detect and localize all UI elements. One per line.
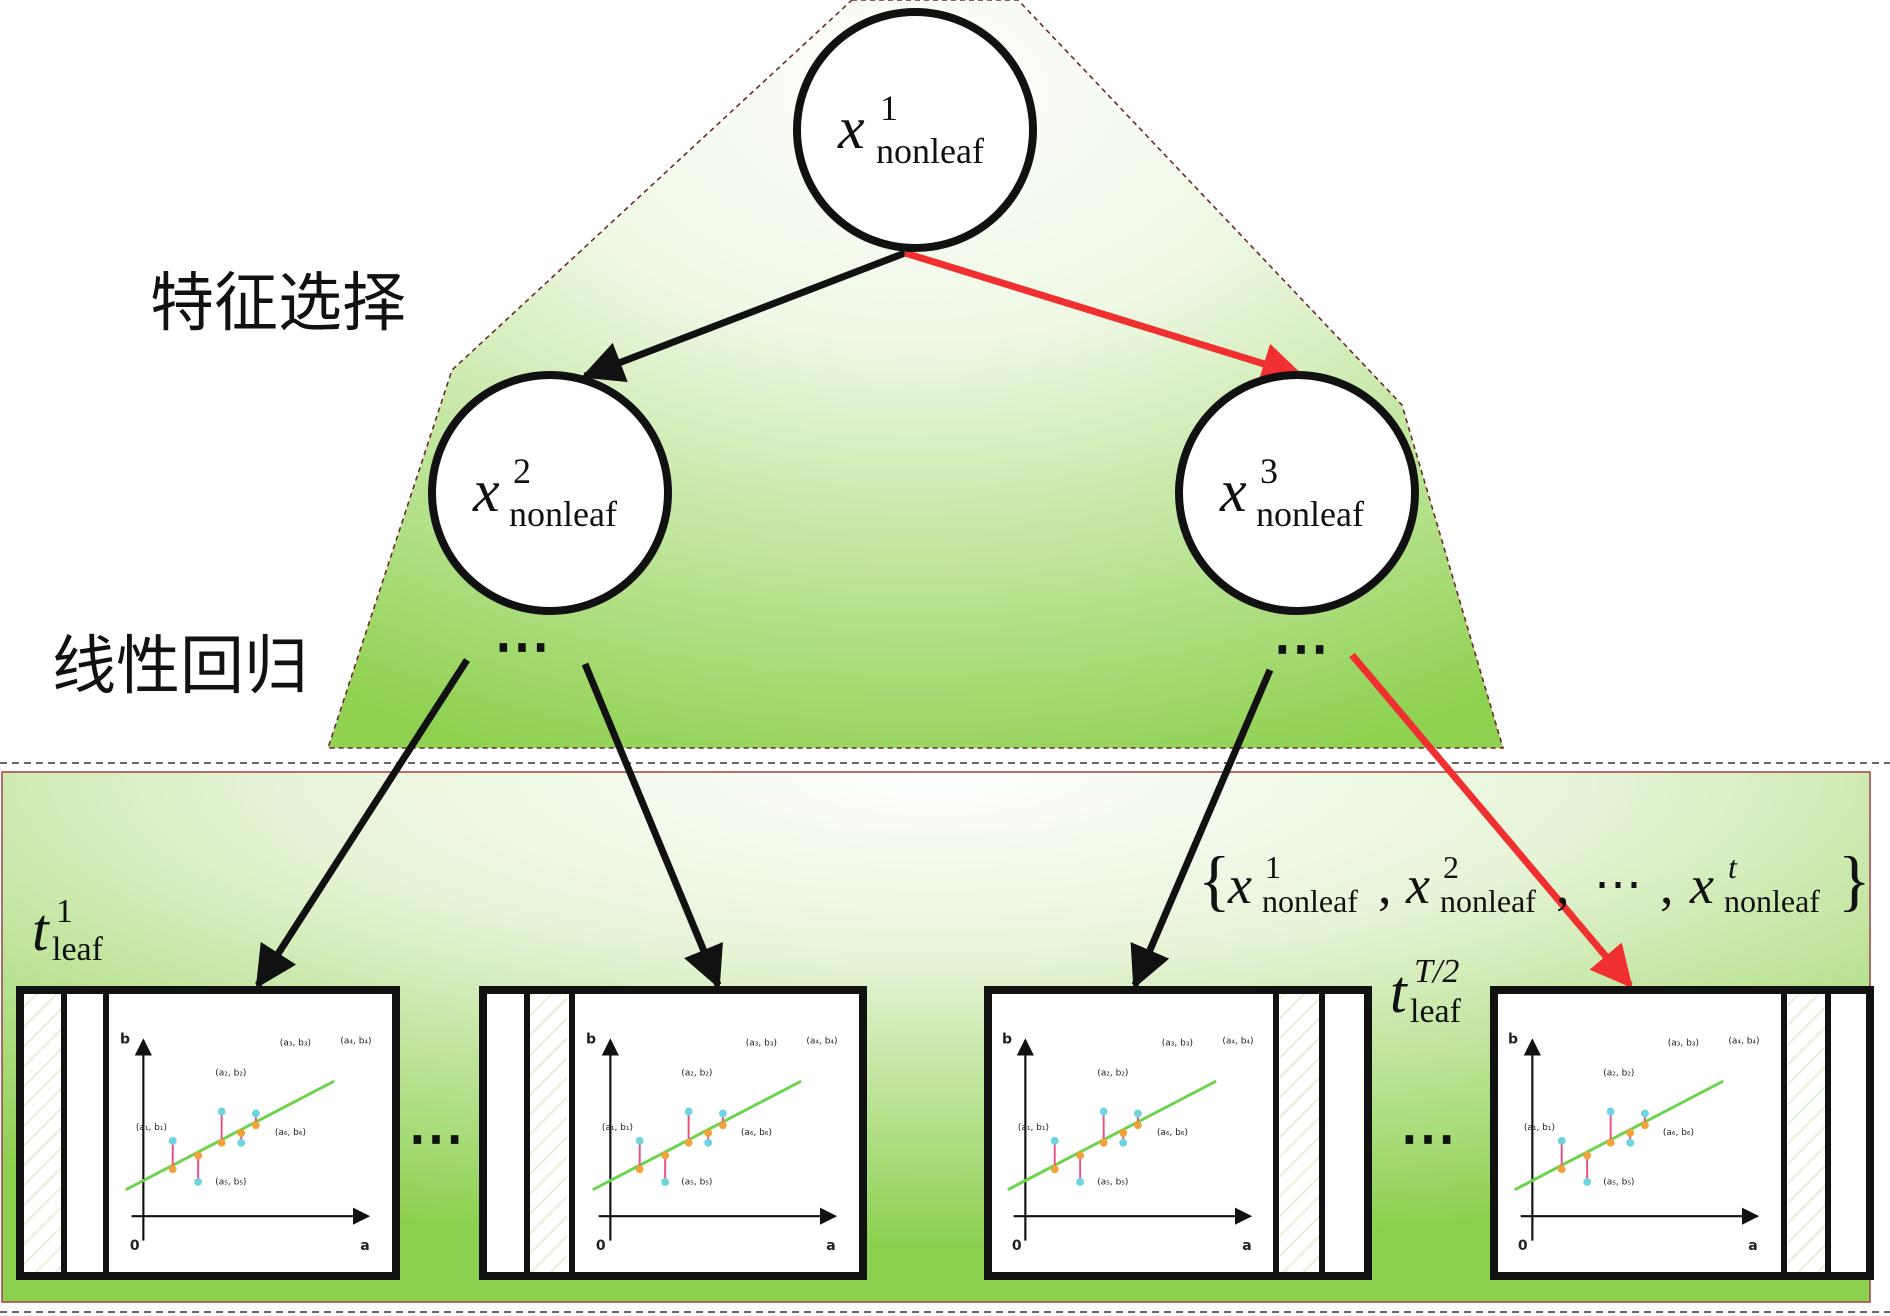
mini-plot-3-x-axis-label: a — [1242, 1238, 1251, 1254]
leaf-1-base: t — [32, 897, 50, 963]
feature-set-label: { x 1 nonleaf , x 2 nonleaf , ⋯ , x t no… — [1198, 842, 1871, 919]
node-3-base: x — [1219, 458, 1247, 524]
mini-plot-4-point-label-6: (a₆, b₆) — [1663, 1128, 1694, 1138]
leaf-1-sub: leaf — [52, 931, 104, 968]
mini-plot-2-point-label-2: (a₂, b₂) — [681, 1068, 712, 1078]
mini-plot-4-point-label-4: (a₄, b₄) — [1728, 1037, 1759, 1047]
mini-plot-1-point-label-4: (a₄, b₄) — [340, 1037, 371, 1047]
mini-plot-3-point-label-5: (a₅, b₅) — [1097, 1178, 1128, 1188]
edge-n2-leaf1 — [255, 658, 470, 989]
node-2-sub: nonleaf — [509, 494, 617, 534]
node-1-sub: nonleaf — [876, 131, 984, 171]
feature-set-item-2-sub: nonleaf — [1440, 883, 1536, 919]
node-2-base: x — [472, 458, 500, 524]
node-3-sub: nonleaf — [1256, 494, 1364, 534]
mini-plot-2-point-label-3: (a₃, b₃) — [746, 1039, 777, 1049]
mini-plot-2-x-axis-label: a — [826, 1238, 835, 1254]
feature-set-item-2-base: x — [1405, 855, 1430, 915]
feature-set-item-1-sup: 1 — [1265, 849, 1281, 885]
ellipsis-n2: ⋯ — [494, 613, 550, 679]
mini-plot-2-y-axis-label: b — [586, 1032, 596, 1048]
leaf-box-2 — [479, 986, 867, 1280]
leaf-1-sup: 1 — [56, 893, 73, 930]
leaf-label-first: t 1 leaf — [32, 893, 104, 968]
ellipsis-leaves-right: ⋯ — [1400, 1105, 1456, 1171]
node-2-sup: 2 — [513, 451, 531, 491]
edge-n2-leaf2 — [581, 662, 723, 989]
leaf-box-4 — [1490, 986, 1874, 1280]
feature-selection-label: 特征选择 — [150, 267, 406, 341]
mini-plot-1-point-label-3: (a₃, b₃) — [280, 1039, 311, 1049]
node-1-sup: 1 — [880, 88, 898, 128]
mini-plot-1-point-label-6: (a₆, b₆) — [275, 1128, 306, 1138]
feature-set-dots: ⋯ — [1594, 856, 1642, 912]
mini-plot-3-point-label-6: (a₆, b₆) — [1157, 1128, 1188, 1138]
mini-plot-1-y-axis-label: b — [120, 1032, 130, 1048]
mini-plot-3-origin-label: 0 — [1012, 1238, 1022, 1254]
feature-set-item-1-sub: nonleaf — [1262, 883, 1358, 919]
mini-plot-3-point-label-3: (a₃, b₃) — [1162, 1039, 1193, 1049]
feature-set-item-3-sub: nonleaf — [1724, 883, 1820, 919]
mini-plot-4-point-label-3: (a₃, b₃) — [1668, 1039, 1699, 1049]
node-1-base: x — [837, 95, 865, 161]
ellipsis-leaves-left: ⋯ — [408, 1105, 464, 1171]
mini-plot-1-point-label-5: (a₅, b₅) — [215, 1178, 246, 1188]
mini-plot-4-point-label-2: (a₂, b₂) — [1603, 1068, 1634, 1078]
mini-plot-4-y-axis-label: b — [1508, 1032, 1518, 1048]
ellipsis-n3: ⋯ — [1273, 615, 1329, 681]
mini-plot-1-x-axis-label: a — [360, 1238, 369, 1254]
feature-set-sep-3: , — [1660, 855, 1674, 915]
leaf-label-half: t T/2 leaf — [1390, 953, 1462, 1030]
leaf-half-sub: leaf — [1410, 993, 1462, 1030]
node-nonleaf-3: x 3 nonleaf — [1175, 371, 1419, 615]
mini-plot-labels: b a 0 (a₁, b₁) (a₂, b₂) (a₃, b₃) (a₄, b₄) (a₅, … — [120, 1032, 1760, 1255]
mini-plot-3-point-label-4: (a₄, b₄) — [1222, 1037, 1253, 1047]
mini-plot-3-y-axis-label: b — [1002, 1032, 1012, 1048]
node-nonleaf-1: x 1 nonleaf — [793, 8, 1037, 252]
mini-plot-1-point-label-2: (a₂, b₂) — [215, 1068, 246, 1078]
feature-set-sep-1: , — [1378, 855, 1392, 915]
mini-plot-4-x-axis-label: a — [1748, 1238, 1757, 1254]
feature-set-item-1-base: x — [1227, 855, 1252, 915]
feature-set-item-3-base: x — [1689, 855, 1714, 915]
node-nonleaf-2: x 2 nonleaf — [428, 371, 672, 615]
edge-n3-leaf4-highlight — [1349, 652, 1633, 989]
mini-plot-4-point-label-1: (a₁, b₁) — [1524, 1123, 1555, 1133]
leaf-half-sup: T/2 — [1414, 953, 1459, 990]
edge-n1-n3-highlight — [903, 249, 1305, 384]
mini-plot-3-point-label-2: (a₂, b₂) — [1097, 1068, 1128, 1078]
leaf-half-base: t — [1390, 959, 1408, 1025]
mini-plot-2-point-label-6: (a₆, b₆) — [741, 1128, 772, 1138]
mini-plot-2-point-label-4: (a₄, b₄) — [806, 1037, 837, 1047]
mini-plot-3-point-label-1: (a₁, b₁) — [1018, 1123, 1049, 1133]
node-3-sup: 3 — [1260, 451, 1278, 491]
feature-set-close-brace: } — [1838, 842, 1871, 918]
mini-plot-1-point-label-1: (a₁, b₁) — [136, 1123, 167, 1133]
leaf-box-1 — [16, 986, 400, 1280]
mini-plot-2-origin-label: 0 — [596, 1238, 606, 1254]
edge-n1-n2 — [581, 249, 907, 383]
edge-n3-leaf3 — [1130, 668, 1274, 989]
feature-set-item-3-sup: t — [1728, 849, 1738, 885]
mini-plot-4-point-label-5: (a₅, b₅) — [1603, 1178, 1634, 1188]
mini-plot-2-point-label-5: (a₅, b₅) — [681, 1178, 712, 1188]
mini-plot-2-point-label-1: (a₁, b₁) — [602, 1123, 633, 1133]
leaf-box-3 — [984, 986, 1372, 1280]
feature-set-item-2-sup: 2 — [1443, 849, 1459, 885]
mini-plot-1-origin-label: 0 — [130, 1238, 140, 1254]
feature-set-open-brace: { — [1198, 842, 1231, 918]
linear-regression-label: 线性回归 — [52, 630, 308, 704]
mini-plot-4-origin-label: 0 — [1518, 1238, 1528, 1254]
feature-set-sep-2: , — [1556, 855, 1570, 915]
